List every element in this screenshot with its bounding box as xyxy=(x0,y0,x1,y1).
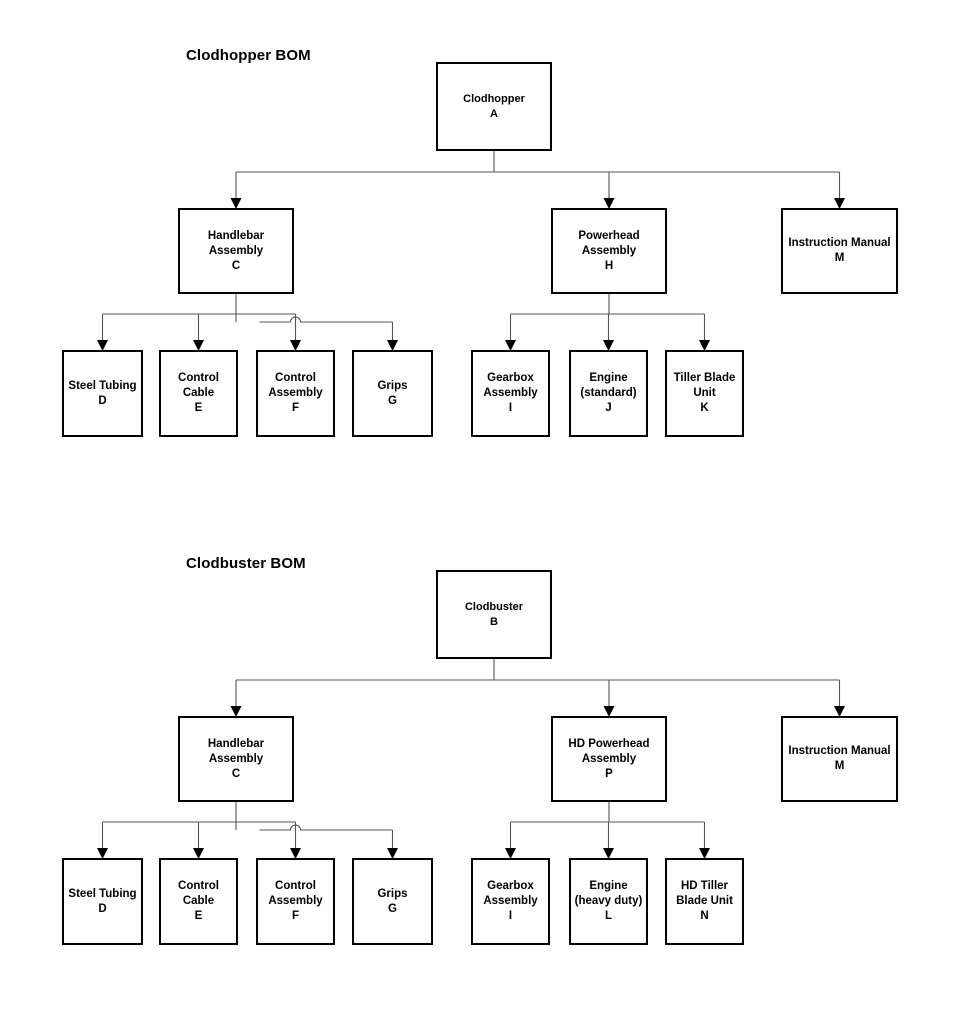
node-label: Steel Tubing D xyxy=(68,887,137,915)
node-box-clodbuster-n[interactable]: HD Tiller Blade Unit N xyxy=(665,858,744,945)
node-label: Clodhopper A xyxy=(463,92,525,120)
node-label: Engine (standard) J xyxy=(580,372,637,414)
diagram-title-clodhopper: Clodhopper BOM xyxy=(186,47,311,64)
node-box-clodhopper-j[interactable]: Engine (standard) J xyxy=(569,350,648,437)
node-label: Control Cable E xyxy=(178,372,219,414)
node-box-clodhopper-d[interactable]: Steel Tubing D xyxy=(62,350,143,437)
node-label: Handlebar Assembly C xyxy=(207,737,265,780)
node-box-clodbuster-c[interactable]: Handlebar Assembly C xyxy=(178,716,294,802)
node-box-clodbuster-f[interactable]: Control Assembly F xyxy=(256,858,335,945)
node-label: HD Powerhead Assembly P xyxy=(568,737,650,780)
node-box-clodbuster-i[interactable]: Gearbox Assembly I xyxy=(471,858,550,945)
node-box-clodhopper-k[interactable]: Tiller Blade Unit K xyxy=(665,350,744,437)
node-label: Grips G xyxy=(377,887,408,915)
node-box-clodhopper-i[interactable]: Gearbox Assembly I xyxy=(471,350,550,437)
node-box-clodhopper-g[interactable]: Grips G xyxy=(352,350,433,437)
node-label: Powerhead Assembly H xyxy=(578,229,640,272)
node-label: Control Cable E xyxy=(178,880,219,922)
node-box-clodhopper-c[interactable]: Handlebar Assembly C xyxy=(178,208,294,294)
node-box-clodbuster-p[interactable]: HD Powerhead Assembly P xyxy=(551,716,667,802)
node-label: Gearbox Assembly I xyxy=(483,880,538,922)
node-label: Control Assembly F xyxy=(268,372,323,414)
node-box-clodhopper-f[interactable]: Control Assembly F xyxy=(256,350,335,437)
node-label: Grips G xyxy=(377,379,408,407)
node-box-clodhopper-a[interactable]: Clodhopper A xyxy=(436,62,552,151)
node-label: Instruction Manual M xyxy=(788,745,891,772)
node-box-clodbuster-b[interactable]: Clodbuster B xyxy=(436,570,552,659)
node-label: Clodbuster B xyxy=(464,600,524,628)
node-box-clodhopper-m[interactable]: Instruction Manual M xyxy=(781,208,898,294)
node-label: Instruction Manual M xyxy=(788,237,891,264)
node-label: Tiller Blade Unit K xyxy=(673,372,736,414)
node-box-clodbuster-m[interactable]: Instruction Manual M xyxy=(781,716,898,802)
diagram-title-clodbuster: Clodbuster BOM xyxy=(186,555,306,572)
node-box-clodhopper-h[interactable]: Powerhead Assembly H xyxy=(551,208,667,294)
node-label: Steel Tubing D xyxy=(68,379,137,407)
node-label: HD Tiller Blade Unit N xyxy=(676,880,733,922)
node-box-clodhopper-e[interactable]: Control Cable E xyxy=(159,350,238,437)
node-label: Handlebar Assembly C xyxy=(207,229,265,272)
node-label: Gearbox Assembly I xyxy=(483,372,538,414)
node-box-clodbuster-e[interactable]: Control Cable E xyxy=(159,858,238,945)
node-box-clodbuster-d[interactable]: Steel Tubing D xyxy=(62,858,143,945)
node-box-clodbuster-g[interactable]: Grips G xyxy=(352,858,433,945)
node-label: Control Assembly F xyxy=(268,880,323,922)
node-box-clodbuster-l[interactable]: Engine (heavy duty) L xyxy=(569,858,648,945)
node-label: Engine (heavy duty) L xyxy=(574,880,643,922)
